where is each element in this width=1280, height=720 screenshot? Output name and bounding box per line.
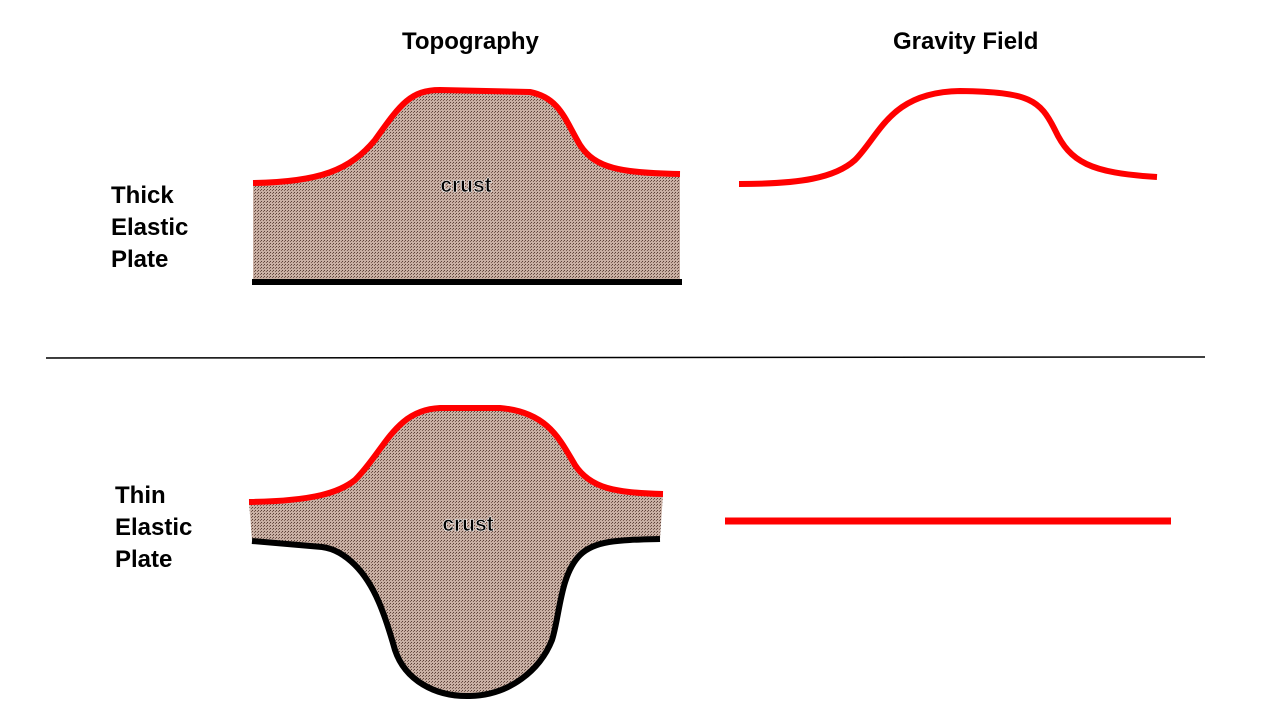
thick-plate-crust-label: crust bbox=[440, 174, 491, 197]
thin-label-line-2: Elastic bbox=[115, 514, 193, 541]
thick-plate-topography-line bbox=[252, 86, 681, 186]
thin-plate-crust-body bbox=[249, 408, 663, 697]
topography-column-title: Topography bbox=[402, 28, 539, 55]
thick-elastic-plate-label: Thick Elastic Plate bbox=[111, 180, 188, 276]
row-divider bbox=[45, 356, 1206, 359]
thin-elastic-plate-label: Thin Elastic Plate bbox=[115, 480, 192, 576]
gravity-field-column-title: Gravity Field bbox=[893, 28, 1039, 55]
thin-label-line-1: Thin bbox=[115, 482, 166, 509]
thin-plate-root-base-line bbox=[251, 536, 661, 700]
thin-plate-crust-label: crust bbox=[442, 513, 493, 536]
thin-plate-topography-line bbox=[248, 405, 664, 505]
thick-label-line-3: Plate bbox=[111, 246, 169, 273]
thin-label-line-3: Plate bbox=[115, 546, 173, 573]
thick-plate-gravity-curve bbox=[738, 87, 1158, 187]
thick-label-line-1: Thick bbox=[111, 182, 174, 209]
thick-label-line-2: Elastic bbox=[111, 214, 189, 241]
